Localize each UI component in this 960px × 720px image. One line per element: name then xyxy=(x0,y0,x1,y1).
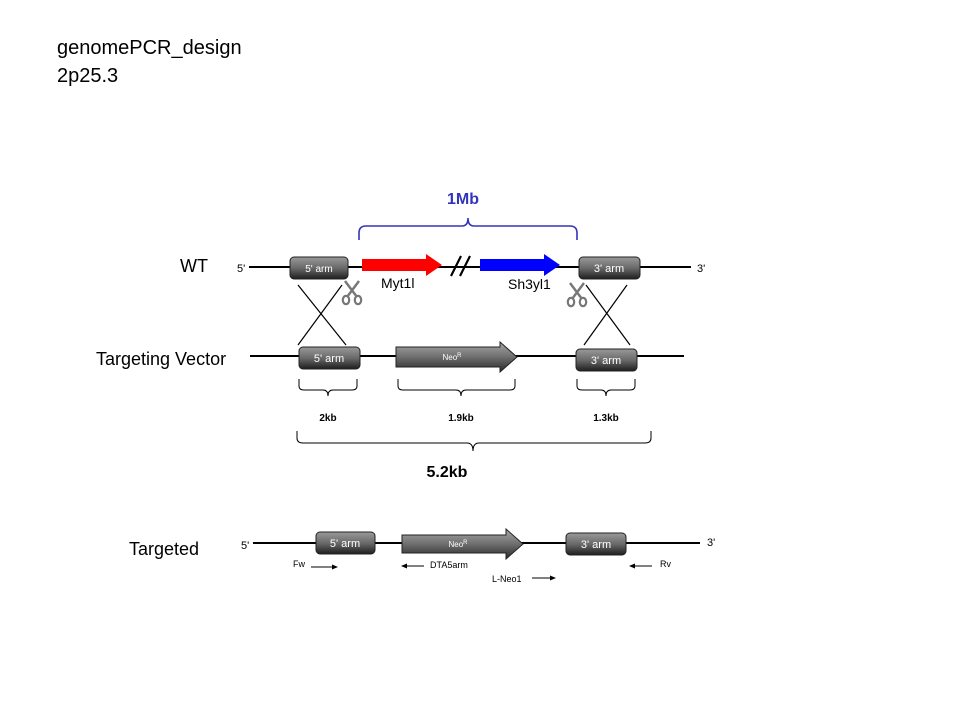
vector-label: Targeting Vector xyxy=(96,349,226,369)
targeted-5-arm: 5' arm xyxy=(315,531,376,555)
wt-3-arm-label: 3' arm xyxy=(594,263,624,275)
wt-three-prime: 3' xyxy=(697,263,705,275)
vector-5-arm-label: 5' arm xyxy=(314,353,344,365)
crossover-line xyxy=(583,284,628,346)
arm3-size-brace xyxy=(576,379,636,397)
primer-dta-arrowhead xyxy=(401,563,407,569)
break-mark xyxy=(450,255,462,277)
targeted-5-arm-label: 5' arm xyxy=(330,538,360,550)
targeted-neo-label: Neo xyxy=(448,540,463,549)
targeted-neo-sup: R xyxy=(463,540,468,546)
total-size: 5.2kb xyxy=(427,464,468,481)
targeted-3-arm: 3' arm xyxy=(565,532,627,556)
vector-neo-cassette: NeoR xyxy=(395,340,518,374)
primer-lneo-arrowhead xyxy=(550,575,556,581)
wt-5-arm: 5' arm xyxy=(289,256,349,280)
arm3-size: 1.3kb xyxy=(593,413,619,424)
sh3yl1-gene-arrow xyxy=(480,254,560,276)
sh3yl1-label: Sh3yl1 xyxy=(508,276,551,292)
wt-3-arm: 3' arm xyxy=(578,256,641,280)
primer-fw-arrowhead xyxy=(332,564,338,570)
page-title: genomePCR_design xyxy=(57,37,242,59)
scissors-icon xyxy=(341,279,363,306)
wt-five-prime: 5' xyxy=(237,263,245,275)
svg-text:NeoR: NeoR xyxy=(442,353,462,362)
crossover-line xyxy=(297,284,347,346)
break-mark xyxy=(459,255,471,277)
vector-5-arm: 5' arm xyxy=(298,346,361,370)
targeted-neo-cassette: NeoR xyxy=(401,527,524,561)
arm5-size: 2kb xyxy=(319,413,336,424)
wt-5-arm-label: 5' arm xyxy=(305,264,332,275)
targeted-3-arm-label: 3' arm xyxy=(581,539,611,551)
targeted-three-prime: 3' xyxy=(707,537,715,549)
primer-lneo-label: L-Neo1 xyxy=(492,574,522,584)
span-label: 1Mb xyxy=(447,191,479,208)
vector-3-arm: 3' arm xyxy=(575,348,638,372)
neo-size-brace xyxy=(397,379,516,397)
primer-rv-arrowhead xyxy=(629,563,635,569)
svg-text:NeoR: NeoR xyxy=(448,540,468,549)
vector-3-arm-label: 3' arm xyxy=(591,355,621,367)
neo-size: 1.9kb xyxy=(448,413,474,424)
vector-neo-label: Neo xyxy=(442,353,457,362)
scissors-icon xyxy=(566,281,588,308)
span-bracket xyxy=(358,217,578,240)
wt-label: WT xyxy=(180,256,208,276)
targeted-label: Targeted xyxy=(129,539,199,559)
vector-neo-sup: R xyxy=(457,353,462,359)
page-subtitle: 2p25.3 xyxy=(57,65,119,87)
primer-dta-label: DTA5arm xyxy=(430,560,468,570)
arm5-size-brace xyxy=(298,379,358,397)
primer-fw-label: Fw xyxy=(293,559,305,569)
primer-rv-label: Rv xyxy=(660,559,671,569)
crossover-line xyxy=(585,284,631,346)
targeted-five-prime: 5' xyxy=(241,540,249,552)
myt1l-gene-arrow xyxy=(362,254,442,276)
myt1l-label: Myt1l xyxy=(381,275,414,291)
total-size-brace xyxy=(296,431,652,452)
crossover-line xyxy=(297,284,343,346)
